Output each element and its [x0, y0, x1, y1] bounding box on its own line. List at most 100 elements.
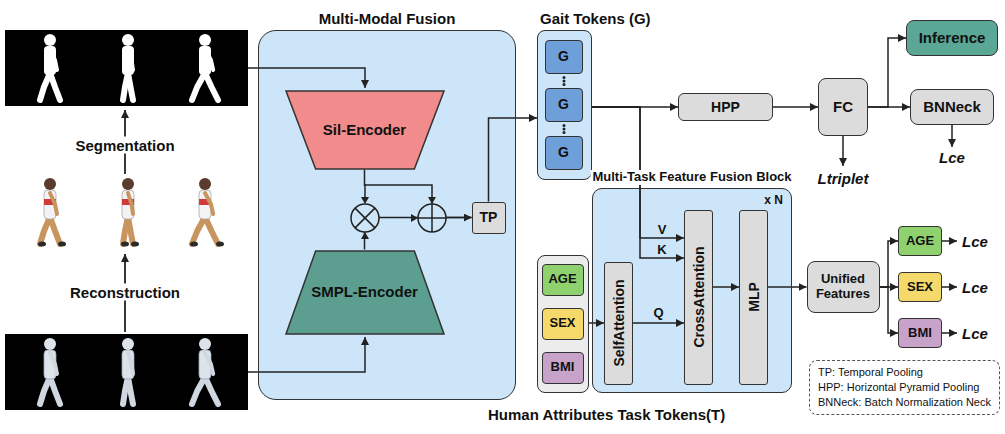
figure-shoe: [38, 242, 46, 247]
figure-arm: [50, 353, 57, 374]
figure-leg: [205, 217, 218, 244]
walking-figures: [38, 34, 224, 404]
ellipsis-dot: [563, 76, 566, 79]
figure-leg: [128, 73, 133, 100]
flow-arrow: [868, 106, 910, 108]
token-panel: Gait Tokens (G)GGG: [537, 30, 592, 180]
box-label: Sil-Encoder: [323, 121, 406, 138]
multiply-symbol: [355, 208, 375, 228]
attribute-token: AGE: [542, 264, 584, 296]
flow-arrow: [365, 170, 472, 218]
arrow-head: [428, 197, 436, 204]
figure-torso: [44, 46, 56, 75]
box-label: MLP: [745, 282, 761, 312]
figure-head: [199, 178, 211, 190]
loss-arrow: [951, 125, 953, 147]
figure-leg: [128, 217, 133, 244]
ellipsis-dot: [563, 83, 566, 86]
loss-label: Ltriplet: [815, 170, 872, 187]
multiply-symbol: [351, 204, 379, 232]
figure-arm: [205, 353, 213, 374]
attribute-token: BMI: [542, 352, 584, 384]
loss-label: Lce: [959, 325, 991, 342]
walking-figure: [121, 178, 139, 247]
process-box: Unified Features: [807, 261, 880, 313]
figure-shoe: [131, 242, 139, 247]
add-symbol: [431, 204, 433, 232]
figure-leg: [205, 73, 218, 100]
figure-arm: [205, 193, 213, 214]
figure-head: [199, 34, 211, 46]
box-label: TP: [480, 209, 498, 225]
figure-leg: [50, 73, 60, 100]
flow-arrow: [868, 38, 906, 107]
panel-heading: Multi-Modal Fusion: [317, 10, 458, 27]
figure-torso: [122, 190, 134, 219]
box-label: BNNeck: [923, 98, 981, 115]
edge-label: Q: [651, 305, 665, 320]
attribute-token: SEX: [542, 308, 584, 340]
attribute-head: AGE: [898, 226, 942, 256]
ellipsis-dot: [563, 128, 566, 131]
flow-arrow: [489, 118, 538, 202]
figure-head: [122, 178, 134, 190]
figure-leg: [128, 377, 133, 404]
loss-arrow: [942, 286, 957, 288]
figure-head: [44, 34, 56, 46]
figure-shoe: [216, 242, 224, 247]
trapezoid-outline: [286, 91, 444, 169]
box-label: FC: [833, 98, 853, 115]
mlp-box: MLP: [739, 210, 768, 385]
box-label: SelfAttention: [610, 279, 626, 366]
arrow-head: [361, 197, 369, 204]
figure-torso: [122, 46, 134, 75]
figure-head: [122, 34, 134, 46]
walking-figure: [190, 178, 224, 247]
ellipsis-dot: [563, 80, 566, 83]
loss-arrow: [942, 240, 957, 242]
abbreviation-entry: TP: Temporal Pooling: [818, 365, 991, 380]
figure-arm: [128, 49, 133, 70]
encoder-trapezoid: SMPL-Encoder: [285, 250, 445, 335]
box-label: G: [558, 96, 569, 112]
arrow-head: [361, 232, 369, 239]
walking-figure: [122, 34, 134, 100]
box-label: SEX: [549, 316, 575, 331]
figure-torso: [122, 350, 134, 379]
flow-arrow: [773, 106, 818, 108]
mesh-strip: [5, 334, 248, 410]
process-box: FC: [818, 78, 868, 136]
walking-figure: [38, 178, 66, 247]
figure-leg: [50, 217, 60, 244]
ellipsis-dot: [563, 131, 566, 134]
gait-token: G: [545, 136, 583, 170]
fusion-block-panel: Multi-Task Feature Fusion Blockx NSelfAt…: [592, 188, 792, 393]
box-label: CrossAttention: [690, 246, 706, 347]
box-label: Inference: [919, 29, 986, 46]
loss-arrow: [842, 136, 844, 166]
ellipsis-dot: [563, 124, 566, 127]
figure-leg: [192, 377, 205, 404]
step-label: Reconstruction: [67, 284, 183, 301]
walking-figure: [40, 338, 60, 404]
abbreviation-box: TP: Temporal PoolingHPP: Horizontal Pyra…: [809, 360, 1000, 415]
figure-shoe: [121, 242, 129, 247]
flow-arrow: [768, 286, 806, 288]
encoder-trapezoid: Sil-Encoder: [285, 90, 445, 170]
panel-heading: Gait Tokens (G): [538, 10, 653, 27]
flow-arrow: [633, 322, 684, 324]
process-box: HPP: [678, 93, 773, 121]
gait-token: G: [545, 40, 583, 74]
box-label: Unified Features: [812, 272, 874, 302]
box-label: G: [558, 144, 569, 160]
gait-token: G: [545, 88, 583, 122]
loss-arrow: [942, 332, 957, 334]
figure-head: [199, 338, 211, 350]
panel-ground: [537, 255, 589, 393]
fusion-panel: Multi-Modal FusionSil-EncoderSMPL-Encode…: [258, 30, 516, 400]
attribute-head: BMI: [898, 318, 942, 348]
repeat-count: x N: [764, 194, 783, 208]
box-label: AGE: [906, 234, 934, 249]
